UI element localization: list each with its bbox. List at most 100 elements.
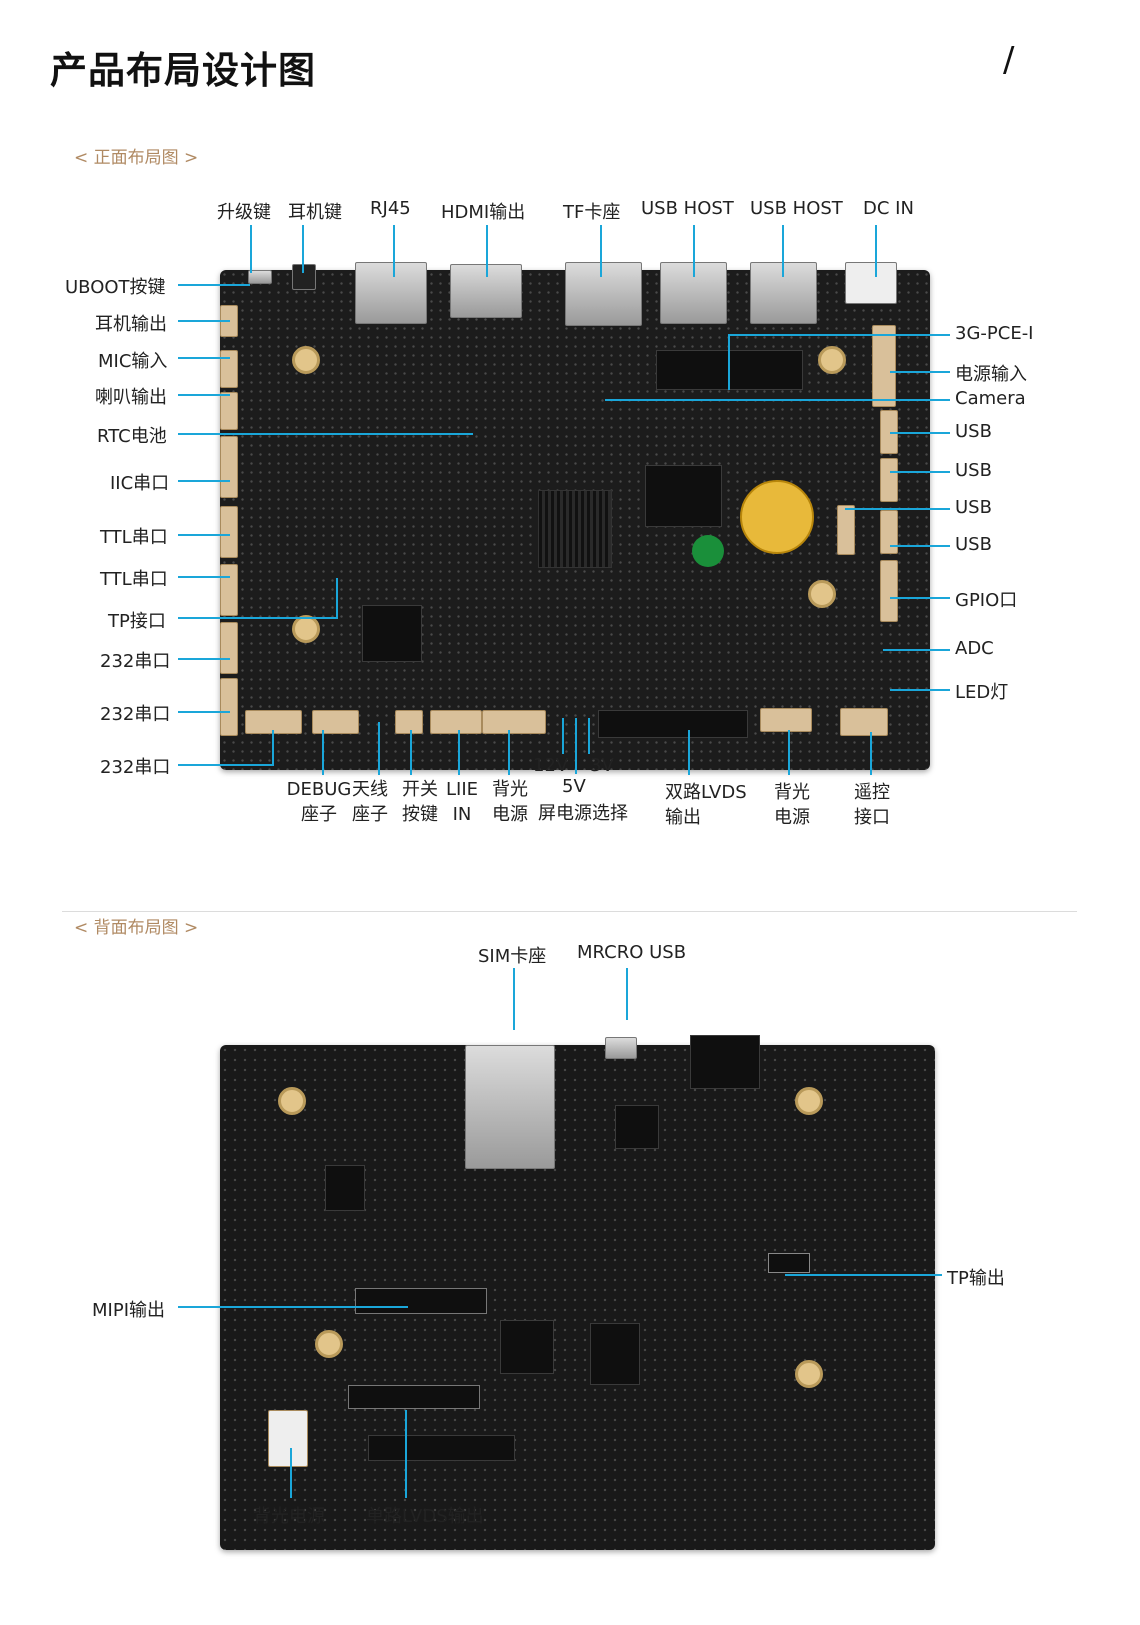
- label-232-2: 232串口: [100, 704, 171, 725]
- leader-line: [693, 225, 695, 277]
- leader-line: [178, 711, 230, 713]
- label-usb-host-1: USB HOST: [641, 198, 734, 219]
- left-connector: [220, 436, 238, 498]
- label-power-in: 电源输入: [955, 364, 1027, 385]
- page-title: 产品布局设计图: [50, 49, 316, 92]
- label-backlight-2-line1: 背光: [774, 782, 810, 803]
- label-remote-port: 遥控 接口: [848, 780, 896, 830]
- mount-hole: [818, 346, 846, 374]
- label-dual-lvds-line1: 双路LVDS: [665, 782, 747, 803]
- leader-line: [562, 718, 564, 754]
- label-backlight-power-2: 背光 电源: [768, 780, 816, 830]
- dc-in-part: [845, 262, 897, 304]
- label-single-lvds: 单路LVDS输出: [366, 1506, 484, 1527]
- left-connector: [220, 622, 238, 674]
- leader-line: [272, 730, 274, 766]
- leader-line: [178, 480, 230, 482]
- green-capacitor: [692, 535, 724, 567]
- label-232-3: 232串口: [100, 757, 171, 778]
- right-connector: [880, 458, 898, 502]
- label-micro-usb: MRCRO USB: [577, 942, 687, 963]
- mount-hole: [315, 1330, 343, 1358]
- back-backlight-connector: [268, 1410, 308, 1467]
- leader-line: [890, 471, 950, 473]
- label-liie-line2: IN: [452, 804, 472, 825]
- label-debug-line1: DEBUG: [286, 779, 352, 800]
- label-back-backlight: 背光电源: [253, 1506, 325, 1527]
- front-board-image: [220, 262, 930, 770]
- label-usb-host-2: USB HOST: [750, 198, 843, 219]
- label-camera: Camera: [955, 388, 1026, 409]
- label-switch-line1: 开关: [402, 779, 438, 800]
- label-debug: DEBUG 座子: [274, 777, 364, 827]
- leader-line: [588, 718, 590, 754]
- label-tp-port: TP接口: [108, 611, 166, 632]
- label-hdmi: HDMI输出: [441, 202, 526, 223]
- leader-line: [883, 649, 950, 651]
- bottom-connector: [840, 708, 888, 736]
- inductor: [615, 1105, 659, 1149]
- label-dual-lvds: 双路LVDS 输出: [665, 780, 757, 830]
- leader-line: [336, 578, 338, 619]
- bottom-connector: [430, 710, 482, 734]
- label-5v: 5V: [562, 776, 586, 797]
- heatsink: [538, 490, 612, 568]
- leader-line: [600, 225, 602, 277]
- usb-small-connector: [837, 505, 855, 555]
- label-ttl-2: TTL串口: [100, 569, 168, 590]
- label-backlight-1-line1: 背光: [492, 779, 528, 800]
- section-divider: [62, 911, 1077, 912]
- mipi-connector: [355, 1288, 487, 1314]
- leader-line: [178, 284, 250, 286]
- leader-line: [458, 730, 460, 775]
- label-remote-line1: 遥控: [854, 782, 890, 803]
- leader-line: [845, 508, 950, 510]
- bottom-connector: [760, 708, 812, 732]
- title-slash: /: [1003, 40, 1015, 80]
- front-section-label: < 正面布局图 >: [74, 148, 199, 168]
- leader-line: [626, 968, 628, 1020]
- tp-out-connector: [768, 1253, 810, 1273]
- label-adc: ADC: [955, 638, 994, 659]
- tf-slot-part: [565, 262, 642, 326]
- back-section-label: < 背面布局图 >: [74, 918, 199, 938]
- leader-line: [178, 320, 230, 322]
- label-rj45: RJ45: [370, 198, 411, 219]
- label-liie-line1: LIIE: [445, 779, 479, 800]
- label-usb-4: USB: [955, 534, 992, 555]
- label-dual-lvds-line2: 输出: [665, 807, 701, 828]
- label-3v: 3V: [590, 755, 614, 776]
- leader-line: [605, 399, 950, 401]
- dc-jack-back: [690, 1035, 760, 1089]
- leader-line: [178, 357, 230, 359]
- leader-line: [730, 334, 950, 336]
- leader-line: [788, 730, 790, 775]
- bottom-connector: [482, 710, 546, 734]
- mount-hole: [278, 1087, 306, 1115]
- sim-slot-part: [465, 1045, 555, 1169]
- label-antenna-line2: 座子: [352, 804, 388, 825]
- label-backlight-power-1: 背光 电源: [486, 777, 534, 827]
- label-upgrade-key: 升级键: [217, 202, 271, 223]
- label-usb-2: USB: [955, 460, 992, 481]
- label-rtc-battery: RTC电池: [97, 426, 167, 447]
- leader-line: [322, 730, 324, 775]
- earphone-key-part: [292, 264, 316, 290]
- label-backlight-2-line2: 电源: [774, 807, 810, 828]
- leader-line: [410, 730, 412, 775]
- leader-line: [378, 722, 380, 775]
- leader-line: [890, 597, 950, 599]
- leader-line: [890, 545, 950, 547]
- mount-hole: [795, 1360, 823, 1388]
- label-mic-in: MIC输入: [98, 351, 168, 372]
- label-12v: 12V: [533, 755, 569, 776]
- label-switch: 开关 按键: [396, 777, 444, 827]
- leader-line: [302, 225, 304, 273]
- label-liie: LIIE IN: [440, 777, 484, 827]
- label-earphone-key: 耳机键: [288, 202, 342, 223]
- lvds-header: [598, 710, 748, 738]
- label-switch-line2: 按键: [402, 804, 438, 825]
- bottom-connector: [395, 710, 423, 734]
- label-remote-line2: 接口: [854, 807, 890, 828]
- memory-chip: [645, 465, 722, 527]
